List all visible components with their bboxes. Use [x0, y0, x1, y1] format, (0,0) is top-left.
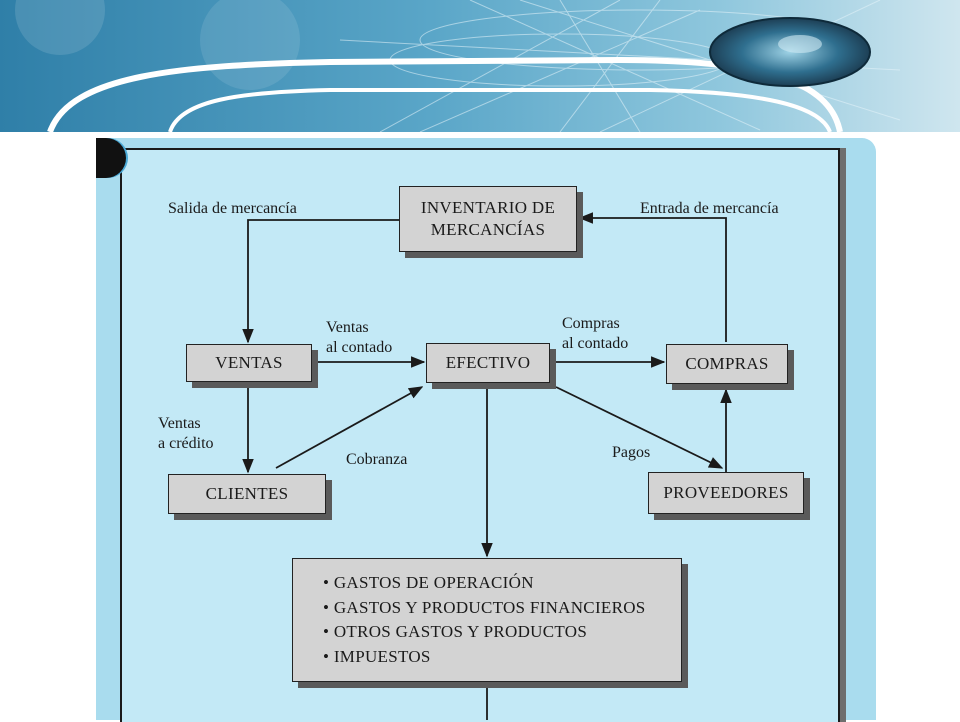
gastos-list: GASTOS DE OPERACIÓN GASTOS Y PRODUCTOS F…: [323, 571, 646, 669]
gastos-item: IMPUESTOS: [323, 645, 646, 670]
label-salida-mercancia: Salida de mercancía: [168, 200, 297, 217]
label-ventas-credito-line1: Ventas: [158, 415, 201, 432]
label-compras-contado-line2: al contado: [562, 335, 629, 352]
node-ventas-label: VENTAS: [215, 353, 283, 372]
node-proveedores: PROVEEDORES: [648, 472, 804, 514]
arrow-inventario-to-ventas: [242, 219, 400, 344]
node-clientes-label: CLIENTES: [205, 484, 289, 503]
label-ventas-credito-line2: a crédito: [158, 435, 214, 452]
node-inventario: INVENTARIO DE MERCANCÍAS: [399, 186, 577, 252]
label-cobranza: Cobranza: [346, 451, 408, 468]
header-banner: [0, 0, 960, 132]
node-compras: COMPRAS: [666, 344, 788, 384]
label-pagos: Pagos: [612, 444, 651, 461]
label-compras-contado-line1: Compras: [562, 315, 620, 332]
arrow-compras-to-inventario: [578, 212, 727, 342]
node-inventario-line2: MERCANCÍAS: [430, 220, 546, 239]
node-ventas: VENTAS: [186, 344, 312, 382]
label-ventas-contado: Ventas al contado: [326, 318, 392, 358]
gastos-item: GASTOS Y PRODUCTOS FINANCIEROS: [323, 596, 646, 621]
node-efectivo-label: EFECTIVO: [445, 353, 531, 372]
label-ventas-contado-line1: Ventas: [326, 319, 369, 336]
node-efectivo: EFECTIVO: [426, 343, 550, 383]
node-gastos: GASTOS DE OPERACIÓN GASTOS Y PRODUCTOS F…: [292, 558, 682, 682]
label-entrada-mercancia: Entrada de mercancía: [640, 200, 779, 217]
node-inventario-line1: INVENTARIO DE: [420, 198, 556, 217]
label-ventas-contado-line2: al contado: [326, 339, 393, 356]
node-proveedores-label: PROVEEDORES: [663, 483, 789, 502]
arrow-clientes-to-efectivo: [275, 386, 424, 469]
label-compras-contado: Compras al contado: [562, 314, 628, 354]
node-compras-label: COMPRAS: [685, 354, 769, 373]
label-ventas-credito: Ventas a crédito: [158, 414, 214, 454]
arrow-efectivo-to-proveedores: [555, 386, 724, 469]
gastos-item: OTROS GASTOS Y PRODUCTOS: [323, 620, 646, 645]
gastos-item: GASTOS DE OPERACIÓN: [323, 571, 646, 596]
node-clientes: CLIENTES: [168, 474, 326, 514]
